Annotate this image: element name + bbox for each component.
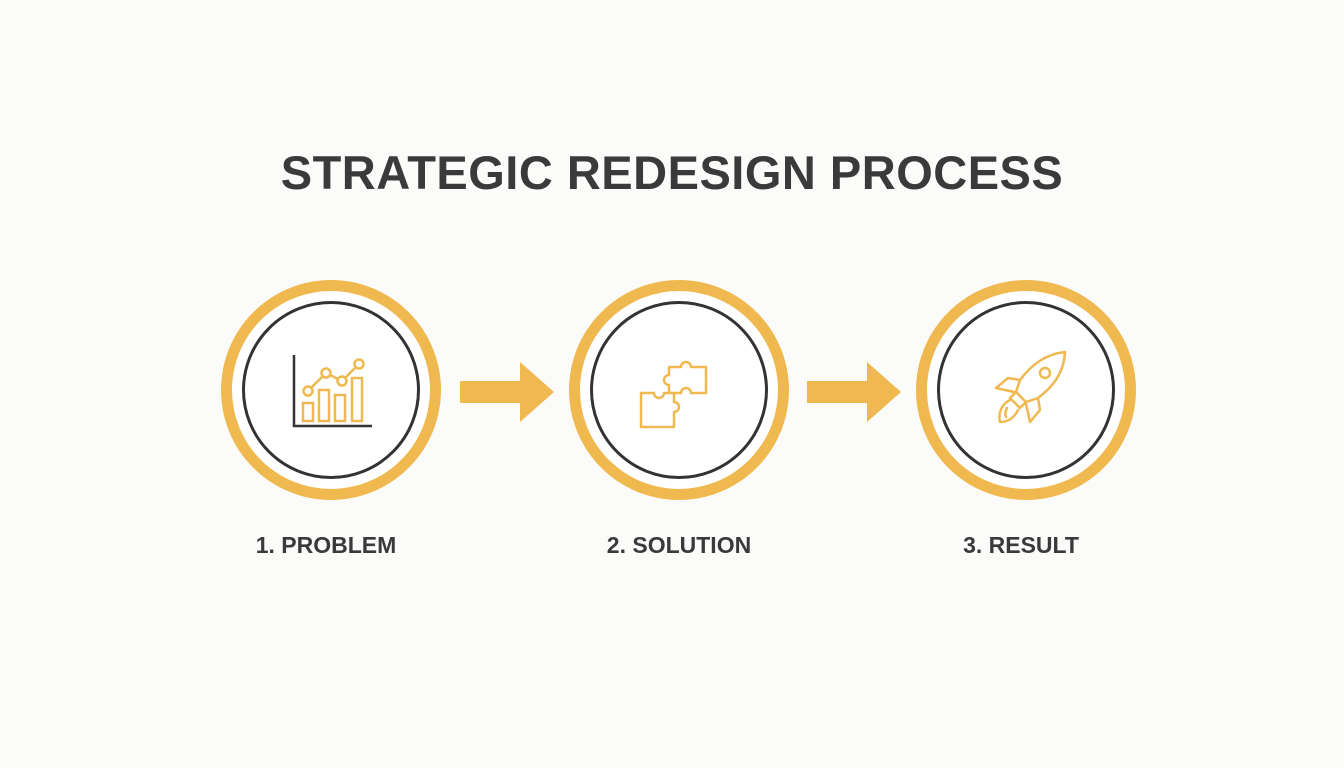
- step-label-solution: 2. SOLUTION: [606, 532, 752, 558]
- arrow-right-icon: [460, 362, 554, 422]
- step-solution: [569, 280, 789, 500]
- step-label-result: 3. RESULT: [963, 532, 1079, 558]
- page-title: STRATEGIC REDESIGN PROCESS: [280, 146, 1064, 199]
- step-label-problem: 1. PROBLEM: [255, 532, 397, 558]
- arrow-right-icon: [807, 362, 901, 422]
- inner-ring: [937, 301, 1115, 479]
- rocket-icon: [994, 350, 1067, 424]
- inner-ring: [242, 301, 420, 479]
- step-result: [916, 280, 1136, 500]
- step-problem: [221, 280, 441, 500]
- puzzle-pieces-icon: [639, 360, 708, 429]
- bar-chart-trend-icon: [292, 355, 372, 428]
- inner-ring: [590, 301, 768, 479]
